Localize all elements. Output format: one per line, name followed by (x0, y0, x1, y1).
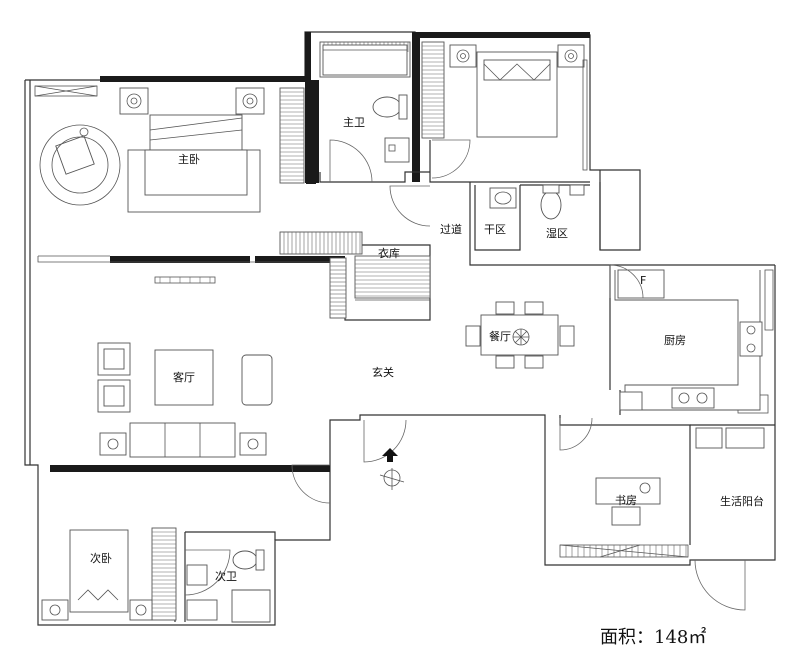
label-master-bath: 主卫 (343, 116, 365, 129)
svg-text:F: F (640, 274, 646, 287)
room-labels: 主卧 主卫 衣库 过道 干区 湿区 餐厅 客厅 玄关 厨房 书房 生活阳台 次卧… (90, 116, 764, 583)
second-bath-fixtures (186, 549, 271, 623)
label-living-room: 客厅 (173, 370, 195, 384)
master-bed (119, 87, 265, 213)
bottom-left-bed (41, 529, 153, 621)
label-entrance: 玄关 (372, 365, 394, 379)
label-second-bath: 次卫 (215, 569, 237, 583)
entrance-arrow-icon (379, 448, 405, 490)
area-label: 面积：148㎡ (600, 626, 706, 648)
living-furniture (97, 276, 273, 458)
master-armchair (39, 124, 121, 206)
label-kitchen: 厨房 (664, 334, 686, 347)
label-utility-balcony: 生活阳台 (720, 494, 764, 508)
top-right-bed (449, 44, 588, 171)
wardrobe-master-bath-left (279, 87, 305, 184)
study-furniture (595, 427, 765, 526)
label-dry-zone: 干区 (484, 223, 506, 236)
closet-shelves (279, 231, 431, 319)
master-bath-fixtures (322, 44, 410, 163)
dining-table (465, 301, 575, 369)
label-dining: 餐厅 (489, 329, 511, 343)
label-closet: 衣库 (378, 246, 400, 260)
kitchen-fixtures: F (614, 269, 763, 411)
black-wall-segments (50, 32, 590, 472)
label-second-bedroom: 次卧 (90, 551, 112, 565)
label-wet-zone: 湿区 (546, 227, 568, 240)
dry-wet-fixtures (489, 184, 585, 220)
label-study: 书房 (615, 494, 637, 507)
label-master-bedroom: 主卧 (178, 153, 200, 166)
outer-walls (24, 31, 776, 626)
wardrobe-bedroom3 (151, 527, 177, 621)
label-corridor: 过道 (440, 222, 462, 236)
